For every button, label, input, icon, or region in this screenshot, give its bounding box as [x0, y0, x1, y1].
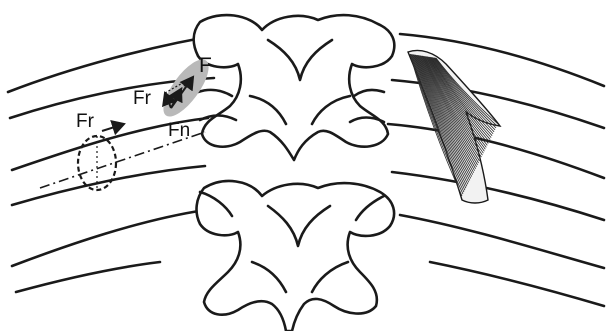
friction-arrow-left: [102, 124, 124, 131]
left-rib-2-lower-edge: [12, 166, 205, 205]
label-resultant: F: [199, 54, 212, 77]
vertebral-column: [194, 15, 395, 331]
label-friction-left: Fr: [76, 111, 95, 132]
vertebra-lower: [197, 181, 395, 331]
right-rib-3-upper-edge: [400, 215, 604, 268]
right-rib-2-upper-edge: [388, 124, 604, 178]
left-rib-3-lower-edge: [16, 262, 160, 292]
vertebra-upper: [194, 15, 395, 160]
left-rib-3-upper-edge: [12, 210, 205, 266]
right-rib-3-lower-edge: [430, 262, 604, 306]
label-friction-right: Fr: [133, 88, 152, 109]
right-rib-2-lower-edge: [392, 172, 604, 220]
label-normal: Fn: [168, 120, 190, 141]
